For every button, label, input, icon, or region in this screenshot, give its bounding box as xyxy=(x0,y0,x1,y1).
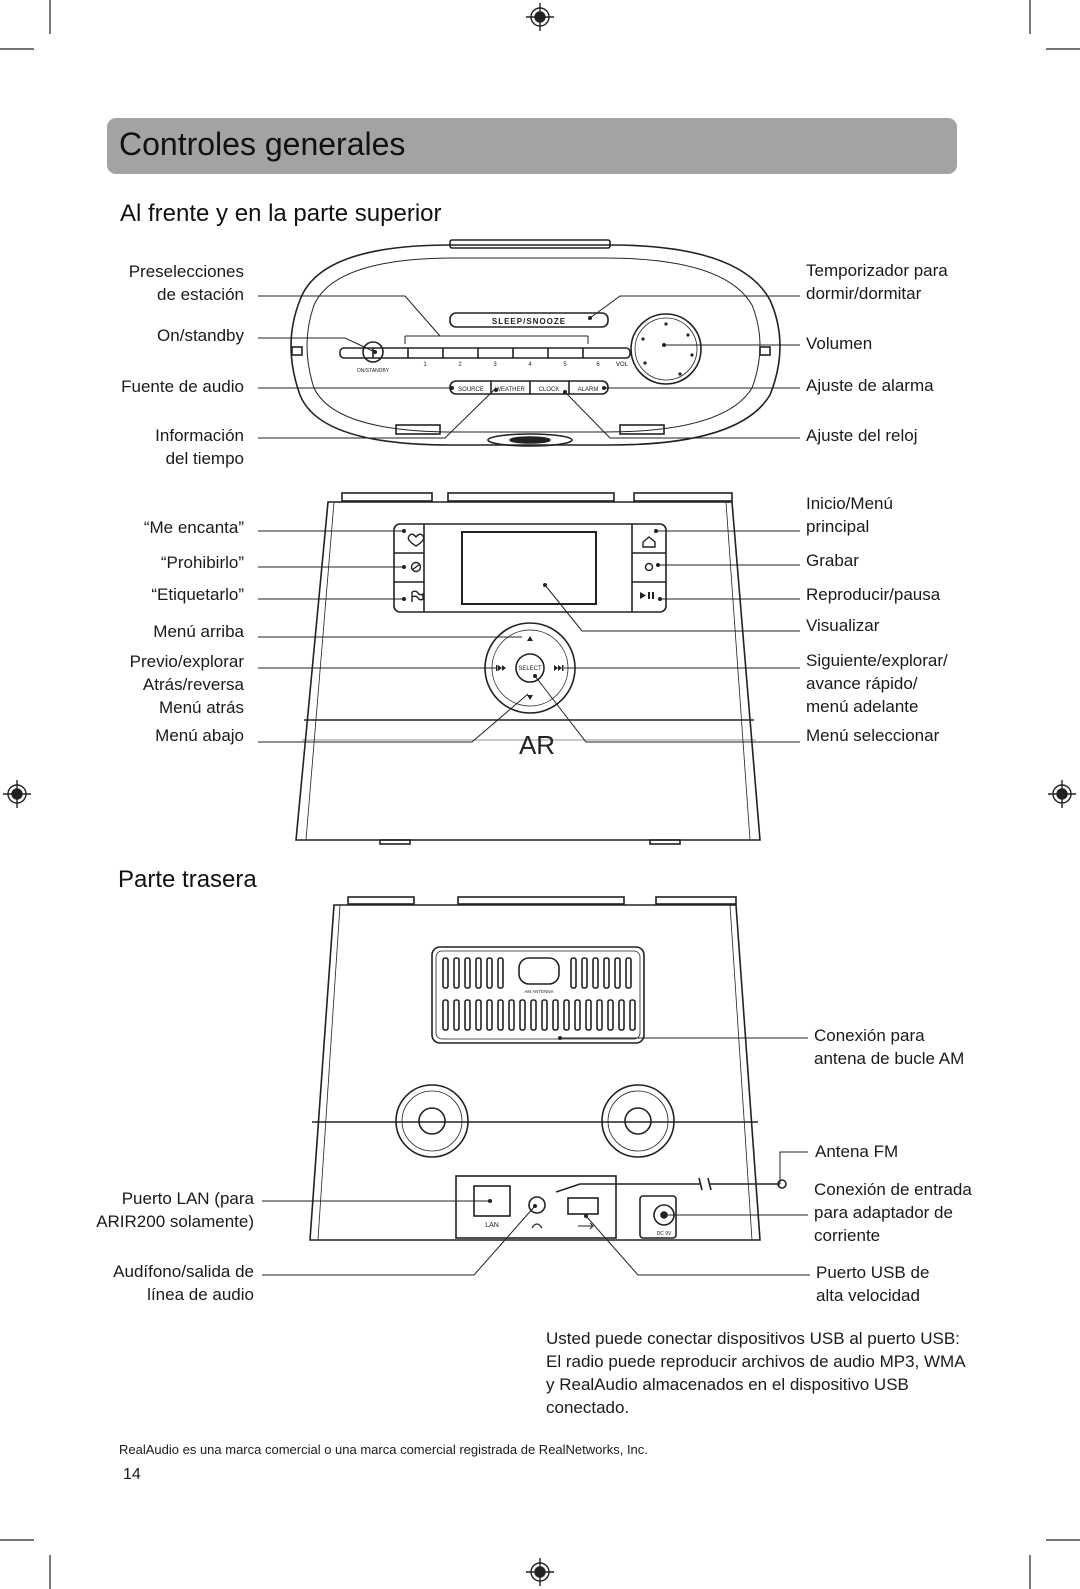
select-print: SELECT xyxy=(518,666,542,672)
up-arrow-icon xyxy=(527,636,533,641)
preset-print-2: 2 xyxy=(458,362,462,368)
label-record: Grabar xyxy=(806,551,859,570)
sleep-snooze-print: SLEEP/SNOOZE xyxy=(492,317,566,326)
home-icon xyxy=(642,536,656,548)
record-icon xyxy=(644,562,654,572)
registration-mark-top xyxy=(526,3,554,31)
heart-icon xyxy=(407,533,425,547)
registration-mark-right xyxy=(1048,780,1076,808)
page-title: Controles generales xyxy=(119,126,406,162)
play-pause-icon xyxy=(640,592,646,599)
label-next: Siguiente/explorar/avance rápido/menú ad… xyxy=(806,651,948,716)
prev-icon xyxy=(498,665,506,671)
usb-note: Usted puede conectar dispositivos USB al… xyxy=(546,1329,965,1417)
footnote: RealAudio es una marca comercial o una m… xyxy=(119,1442,648,1457)
label-clock: Ajuste del reloj xyxy=(806,426,918,445)
label-love: “Me encanta” xyxy=(143,518,244,537)
clock-print: CLOCK xyxy=(539,387,560,393)
registration-mark-left xyxy=(3,780,31,808)
headphone-icon xyxy=(531,1223,543,1229)
am-antenna-print: AM ANTENNA xyxy=(524,989,553,994)
flag-icon xyxy=(411,590,424,602)
label-menu-up: Menú arriba xyxy=(153,622,244,641)
label-volume: Volumen xyxy=(806,334,873,353)
registration-mark-bottom xyxy=(526,1558,554,1586)
section-title-front: Al frente y en la parte superior xyxy=(120,200,442,227)
source-print: SOURCE xyxy=(458,387,484,393)
ar-logo: AR xyxy=(519,730,555,760)
label-fm-antenna: Antena FM xyxy=(815,1142,899,1161)
label-display: Visualizar xyxy=(806,616,880,635)
ban-icon xyxy=(410,561,422,573)
label-select: Menú seleccionar xyxy=(806,726,940,745)
preset-print-1: 1 xyxy=(423,362,427,368)
page-number: 14 xyxy=(123,1466,141,1483)
preset-print-4: 4 xyxy=(528,362,532,368)
label-onstandby: On/standby xyxy=(157,326,244,345)
preset-print-5: 5 xyxy=(563,362,567,368)
label-ban: “Prohibirlo” xyxy=(160,553,244,572)
title-bar: Controles generales xyxy=(107,118,957,174)
dc-print: DC 9V xyxy=(657,1231,672,1237)
vol-print: VOL xyxy=(616,362,629,368)
alarm-print: ALARM xyxy=(578,387,599,393)
down-arrow-icon xyxy=(527,695,533,700)
preset-print-6: 6 xyxy=(596,362,600,368)
weather-print: WEATHER xyxy=(495,387,525,393)
onstandby-print: ON/STANDBY xyxy=(357,368,390,374)
label-menu-down: Menú abajo xyxy=(155,726,244,745)
label-source: Fuente de audio xyxy=(121,377,244,396)
section-title-back: Parte trasera xyxy=(118,866,257,893)
label-playpause: Reproducir/pausa xyxy=(806,585,941,604)
label-tag: “Etiquetarlo” xyxy=(151,585,244,604)
label-alarm: Ajuste de alarma xyxy=(806,376,934,395)
usb-icon xyxy=(578,1222,594,1230)
preset-print-3: 3 xyxy=(493,362,497,368)
lan-print: LAN xyxy=(485,1222,499,1229)
next-icon xyxy=(554,665,562,671)
